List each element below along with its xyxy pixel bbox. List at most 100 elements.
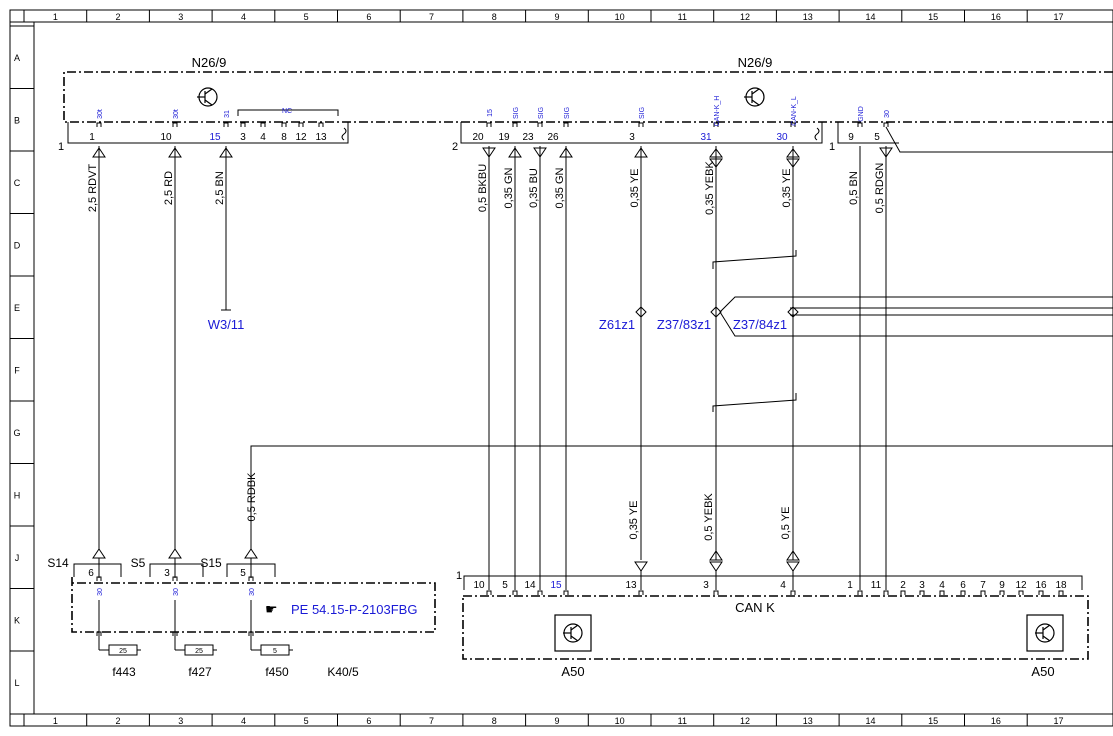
grid-column-label: 2 [116,716,121,726]
pin-signal: CAN-K_H [714,96,721,127]
pin-mark [857,122,863,127]
grid-row-label: C [14,178,21,188]
pin-number: 13 [315,132,327,143]
nc-label: NC [282,108,292,115]
grid-column-label: 7 [429,716,434,726]
transistor-icon [554,614,592,652]
pin-mark [980,590,986,595]
grid-row-label: D [14,241,21,251]
wire-label: 0,5 BKBU [477,164,489,212]
wire-label: 0,35 YE [628,501,640,540]
grid-column-label: 6 [366,716,371,726]
pin-mark [790,122,796,127]
pin-number: 20 [472,132,484,143]
arrow-down-icon [786,158,800,168]
grid-row-label: J [15,553,20,563]
pin-number: 4 [260,132,266,143]
arrow-up-icon [709,148,723,158]
pin-mark [900,590,906,595]
pin-number: 6 [88,568,94,579]
z37-84z1-label: Z37/84z1 [733,317,787,332]
pin-number: 11 [871,580,882,591]
pin-number: 3 [629,132,635,143]
wire-label: 0,5 BN [848,171,860,205]
grid-column-label: 4 [241,12,246,22]
fuse-rating: 25 [195,648,203,655]
wire-label: 0,35 BU [528,168,540,208]
wire-label: 0,35 YE [629,169,641,208]
arrow-up-icon [634,147,648,158]
drawing-frame [9,9,1113,727]
wire-label: 0,35 GN [554,167,566,208]
pin-number: 12 [1015,580,1027,591]
wire-label: 0,5 RDBK [246,472,258,522]
pin-signal: 30t [173,109,180,119]
pin-number: 4 [939,580,945,591]
splice-icon [710,306,722,318]
a50-enclosure [462,595,1089,660]
pin-mark [512,122,518,127]
connector-rails [67,109,1113,153]
pin-mark [281,122,287,127]
pin-mark [318,122,324,127]
arrow-up-icon [219,147,233,158]
wire-label: 0,35 YEBK [704,161,716,215]
pin-mark [96,122,102,127]
pin-number: 9 [848,132,854,143]
connector-number-1: 1 [58,141,64,153]
grid-column-label: 10 [615,716,625,726]
arrow-up-icon [786,148,800,158]
grid-column-label: 17 [1054,716,1064,726]
pin-number: 30 [776,132,788,143]
grid-row-label: G [13,428,20,438]
grid-row-label: A [14,53,20,63]
pin-number: 1 [847,580,853,591]
pin-number: 26 [547,132,559,143]
pin-number: 3 [703,580,709,591]
pin-number: 8 [281,132,287,143]
grid-column-label: 3 [178,716,183,726]
grid-column-label: 5 [304,12,309,22]
can-k-label: CAN K [735,600,775,615]
pin-mark [248,631,254,636]
pin-mark [960,590,966,595]
grid-column-label: 13 [803,716,813,726]
wire-label: 0,5 RDGN [874,163,886,214]
pin-mark [486,590,492,595]
grid-column-label: 5 [304,716,309,726]
grid-column-label: 16 [991,12,1001,22]
pin-number: 3 [919,580,925,591]
w3-11-label: W3/11 [208,317,245,332]
wire-label: 0,5 YE [780,507,792,540]
pin-mark [172,631,178,636]
pin-mark [96,576,102,581]
pin-mark [790,590,796,595]
pin-number: 18 [1055,580,1067,591]
arrow-down-icon [482,147,496,158]
arrow-down-icon [786,561,800,572]
grid-column-label: 14 [865,12,875,22]
grid-column-label: 15 [928,12,938,22]
pin-number: 13 [625,580,637,591]
arrow-down-icon [879,147,893,158]
arrow-down-icon [709,561,723,572]
grid-column-label: 14 [865,716,875,726]
pin-number: 15 [550,580,562,591]
grid-column-label: 16 [991,716,1001,726]
pin-number: 9 [999,580,1005,591]
pin-mark [883,590,889,595]
pin-mark [260,122,266,127]
pin-signal: 30 [97,588,104,596]
pin-number: 2 [900,580,906,591]
pin-mark [248,576,254,581]
pe-reference-link[interactable]: PE 54.15-P-2103FBG [291,602,417,617]
arrow-down-icon [634,561,648,572]
grid-column-label: 6 [366,12,371,22]
pin-signal: 31 [224,110,231,118]
pin-mark [1038,590,1044,595]
transistor-icon [1026,614,1064,652]
